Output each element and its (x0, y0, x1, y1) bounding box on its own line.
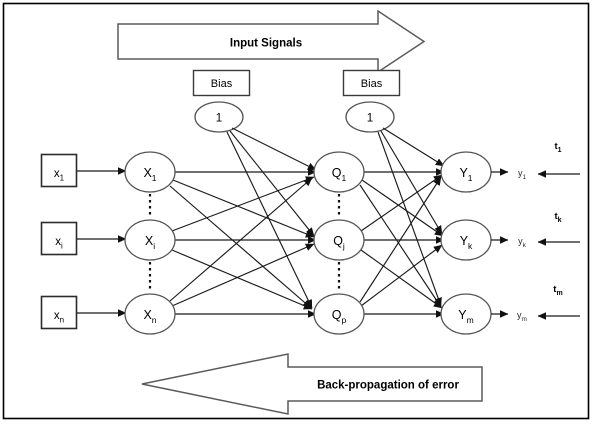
input-box-3-label: xn (54, 310, 64, 325)
output-signals: y1 yk ym (491, 168, 527, 323)
output-node-2-label: Yk (460, 234, 473, 251)
backpropagation-banner: Back-propagation of error (141, 353, 483, 415)
output-value-1: y1 (518, 168, 527, 181)
input-box-1 (40, 153, 78, 188)
edges-bias-to-output (377, 127, 445, 307)
edges-hidden-to-output (359, 168, 445, 318)
output-bias-group: Bias 1 (342, 69, 401, 133)
input-node-2-label: Xi (145, 234, 155, 251)
input-box-2-label: xi (55, 236, 63, 251)
hidden-bias-node (194, 101, 244, 133)
input-boxes: x1 xi xn (40, 153, 78, 330)
input-box-2 (40, 221, 78, 256)
output-bias-node (345, 101, 395, 133)
hidden-node-2 (313, 219, 365, 261)
input-layer-nodes: X1 Xi Xn (124, 151, 176, 335)
edges-bias-to-hidden (226, 127, 317, 309)
output-bias-node-label: 1 (367, 113, 373, 125)
edges-input-to-hidden (169, 168, 317, 318)
hidden-bias-group: Bias 1 (192, 69, 251, 133)
target-signals: t1 tk tm (537, 141, 580, 320)
input-signals-label: Input Signals (230, 38, 302, 50)
input-signals-banner: Input Signals (117, 9, 426, 74)
output-bias-box (342, 69, 401, 97)
hidden-bias-box-label: Bias (211, 78, 233, 90)
input-node-3-label: Xn (143, 308, 156, 325)
input-box-3 (40, 295, 78, 330)
backpropagation-label: Back-propagation of error (317, 380, 459, 392)
hidden-node-3-label: Qp (332, 308, 347, 325)
hidden-node-1 (313, 151, 365, 193)
input-node-1-label: X1 (143, 166, 156, 183)
outer-border (2, 2, 590, 420)
hidden-node-2-label: Qj (333, 234, 345, 251)
target-value-1: t1 (554, 141, 561, 154)
hidden-node-1-label: Q1 (332, 166, 347, 183)
edges-box-to-input (77, 167, 127, 317)
input-node-1 (124, 151, 176, 193)
hidden-bias-box (192, 69, 251, 97)
hidden-node-3 (313, 293, 365, 335)
output-bias-box-label: Bias (361, 78, 383, 90)
hidden-layer-nodes: Q1 Qj Qp (313, 151, 365, 335)
hidden-bias-node-label: 1 (216, 113, 222, 125)
output-value-2: yk (518, 236, 527, 249)
input-node-3 (124, 293, 176, 335)
output-layer-nodes: Y1 Yk Ym (440, 151, 492, 335)
backpropagation-arrow-shape (141, 353, 483, 415)
output-node-1-label: Y1 (459, 166, 472, 183)
target-value-3: tm (553, 284, 562, 297)
output-node-3-label: Ym (458, 308, 473, 325)
input-node-2 (124, 219, 176, 261)
target-value-2: tk (554, 211, 561, 224)
output-value-3: ym (517, 310, 527, 323)
input-signals-arrow-shape (117, 9, 426, 74)
input-box-1-label: x1 (54, 168, 65, 183)
